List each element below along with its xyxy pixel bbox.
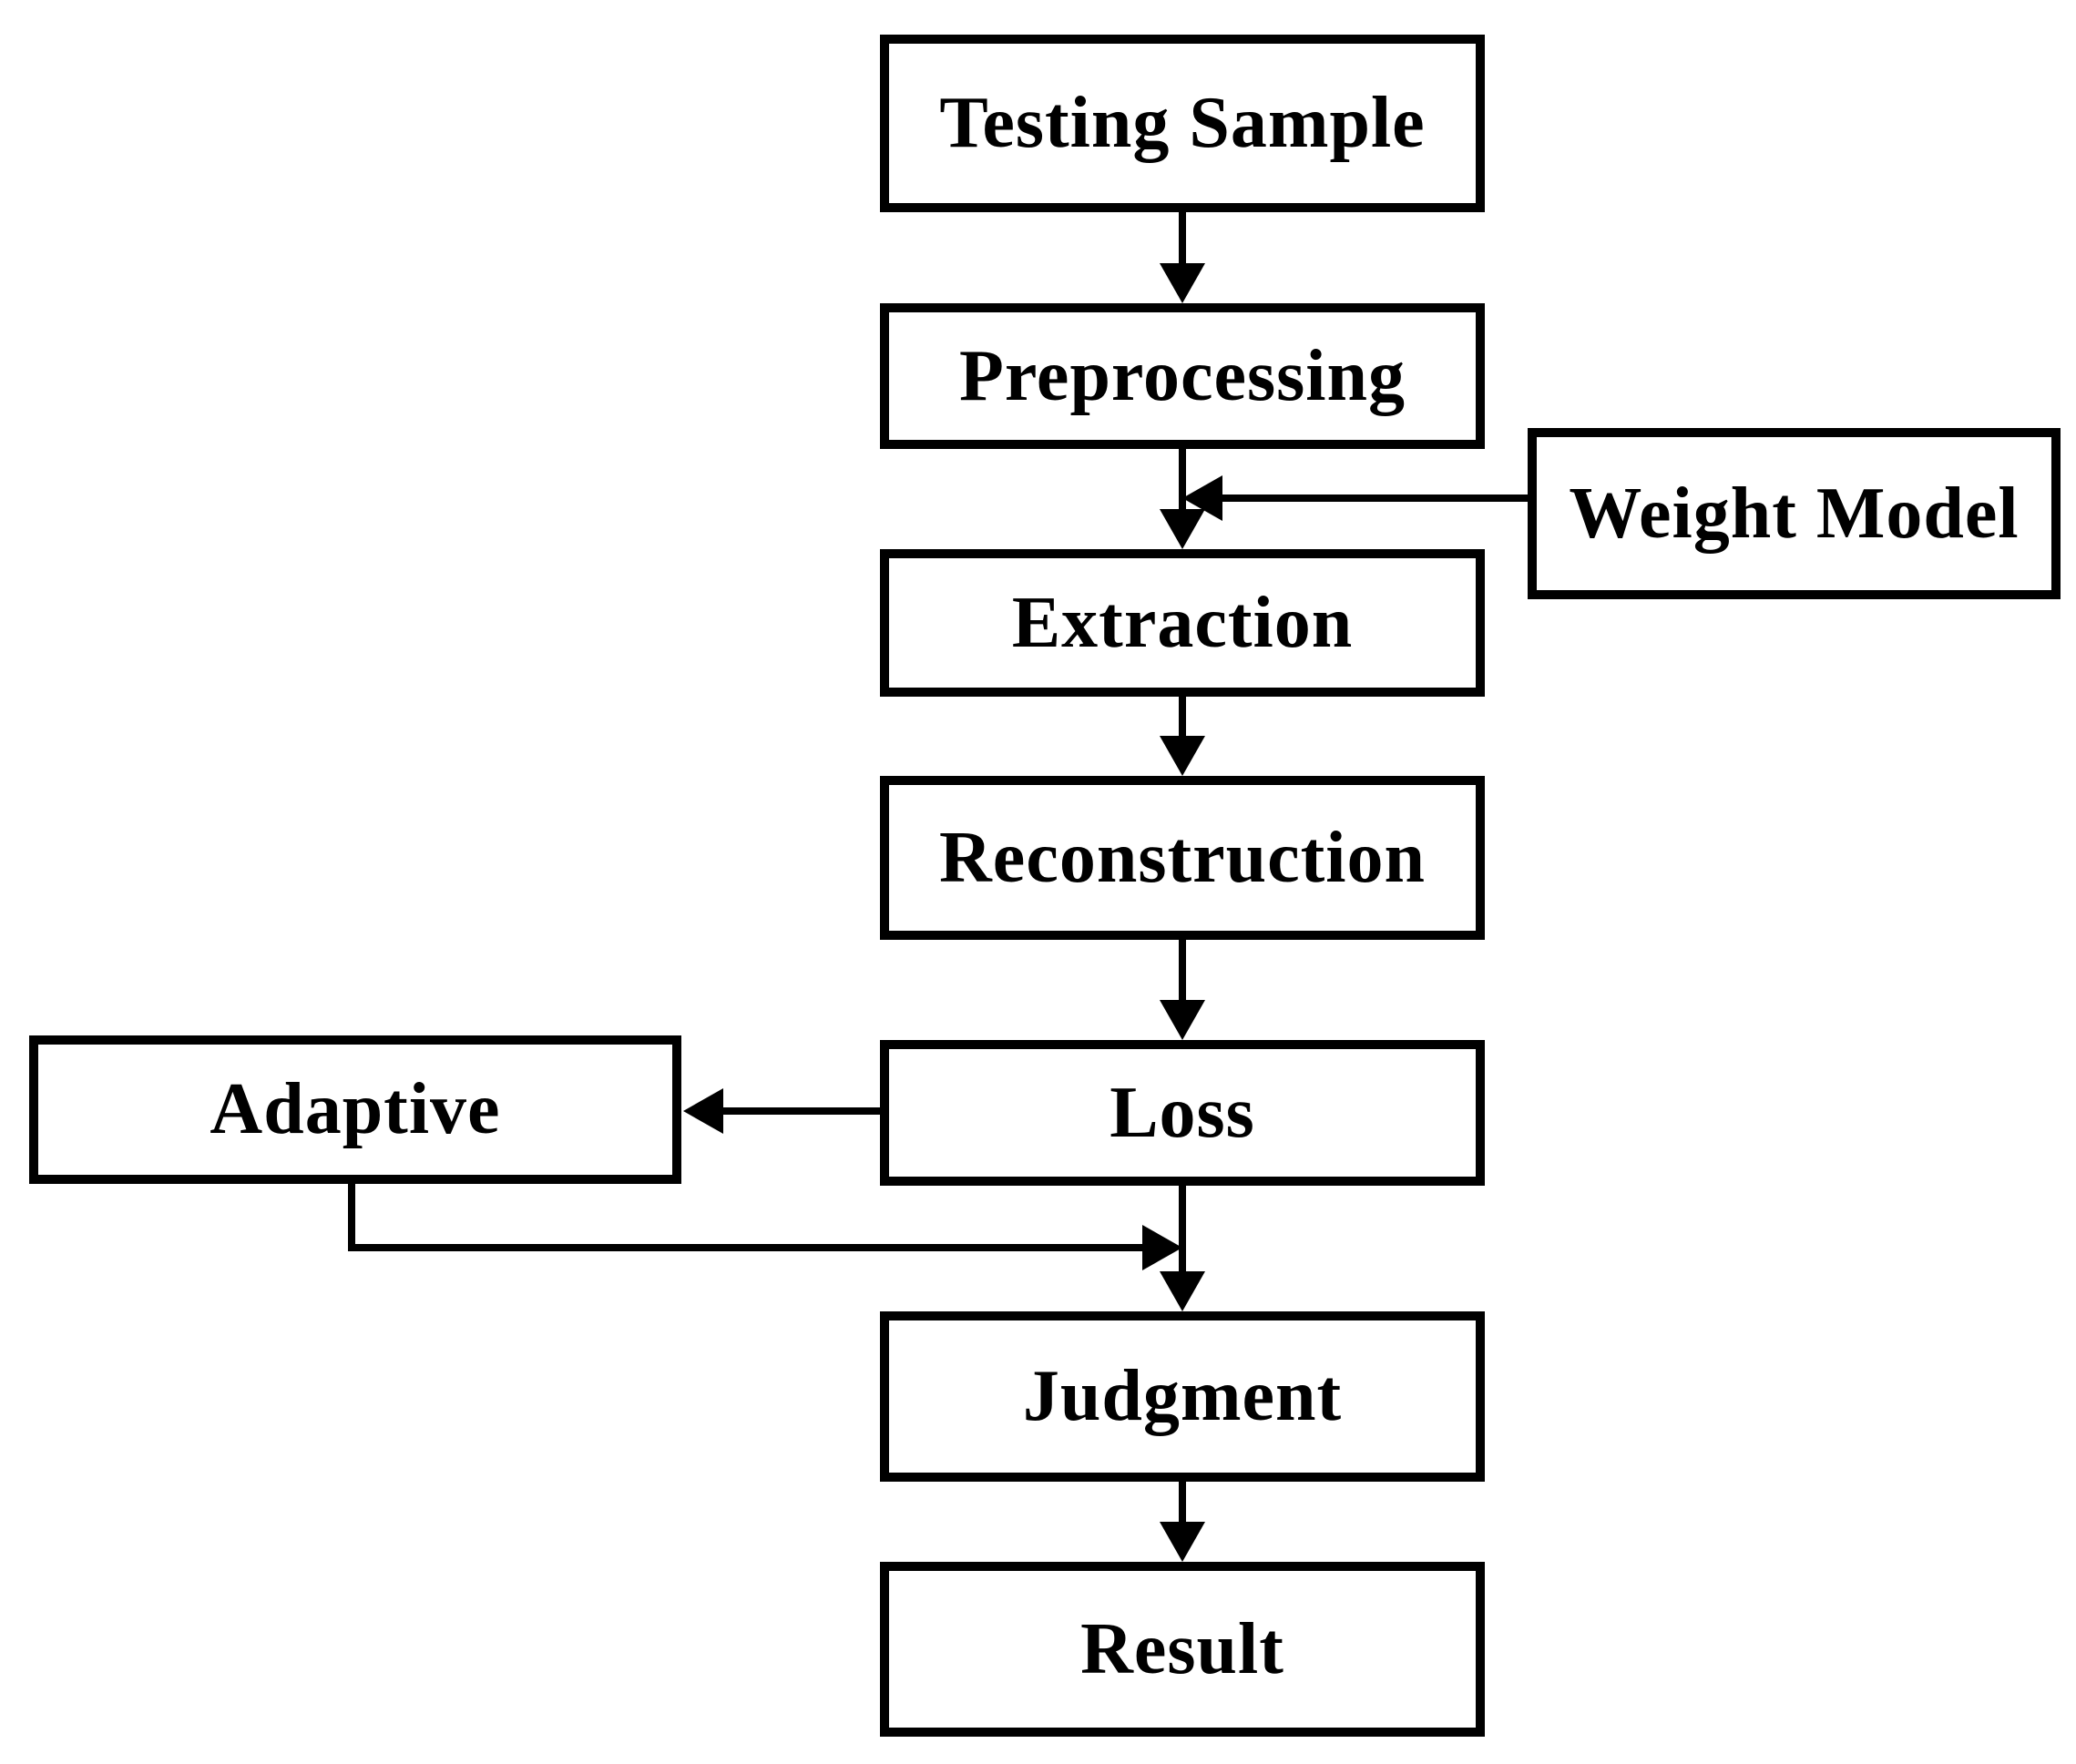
edge-extraction-to-reconstruction-arrowhead-icon xyxy=(1160,736,1205,776)
node-result: Result xyxy=(880,1562,1485,1737)
node-adaptive-label: Adaptive xyxy=(210,1069,501,1149)
edge-weight-model-to-connector-arrowhead-icon xyxy=(1182,475,1222,521)
edge-extraction-to-reconstruction-line xyxy=(1179,697,1186,739)
edge-judgment-to-result-arrowhead-icon xyxy=(1160,1522,1205,1562)
node-testing-sample-label: Testing Sample xyxy=(939,83,1426,163)
node-preprocessing: Preprocessing xyxy=(880,303,1485,449)
node-testing-sample: Testing Sample xyxy=(880,35,1485,212)
edge-reconstruction-to-loss-line xyxy=(1179,940,1186,1004)
edge-reconstruction-to-loss-arrowhead-icon xyxy=(1160,1000,1205,1040)
node-judgment: Judgment xyxy=(880,1311,1485,1482)
edge-loss-to-judgment-line xyxy=(1179,1186,1186,1277)
node-weight-model-label: Weight Model xyxy=(1569,473,2020,554)
node-loss: Loss xyxy=(880,1040,1485,1186)
edge-adaptive-feedback-horizontal-line xyxy=(348,1244,1142,1251)
edge-testing-sample-to-preprocessing-line xyxy=(1179,212,1186,267)
edge-loss-to-judgment-arrowhead-icon xyxy=(1160,1271,1205,1311)
edge-judgment-to-result-line xyxy=(1179,1482,1186,1524)
node-reconstruction: Reconstruction xyxy=(880,776,1485,940)
edge-adaptive-feedback-drop-line xyxy=(348,1184,355,1251)
node-extraction: Extraction xyxy=(880,549,1485,697)
node-loss-label: Loss xyxy=(1110,1072,1255,1153)
node-weight-model: Weight Model xyxy=(1528,428,2061,599)
node-reconstruction-label: Reconstruction xyxy=(939,817,1426,898)
node-preprocessing-label: Preprocessing xyxy=(959,335,1406,416)
node-result-label: Result xyxy=(1080,1608,1284,1689)
edge-testing-sample-to-preprocessing-arrowhead-icon xyxy=(1160,263,1205,303)
node-extraction-label: Extraction xyxy=(1011,582,1354,663)
node-adaptive: Adaptive xyxy=(29,1035,681,1184)
edge-weight-model-to-connector-line xyxy=(1221,495,1528,502)
edge-adaptive-feedback-arrowhead-icon xyxy=(1142,1225,1182,1270)
edge-loss-to-adaptive-arrowhead-icon xyxy=(683,1088,723,1134)
node-judgment-label: Judgment xyxy=(1022,1356,1343,1436)
edge-loss-to-adaptive-line xyxy=(721,1107,880,1115)
